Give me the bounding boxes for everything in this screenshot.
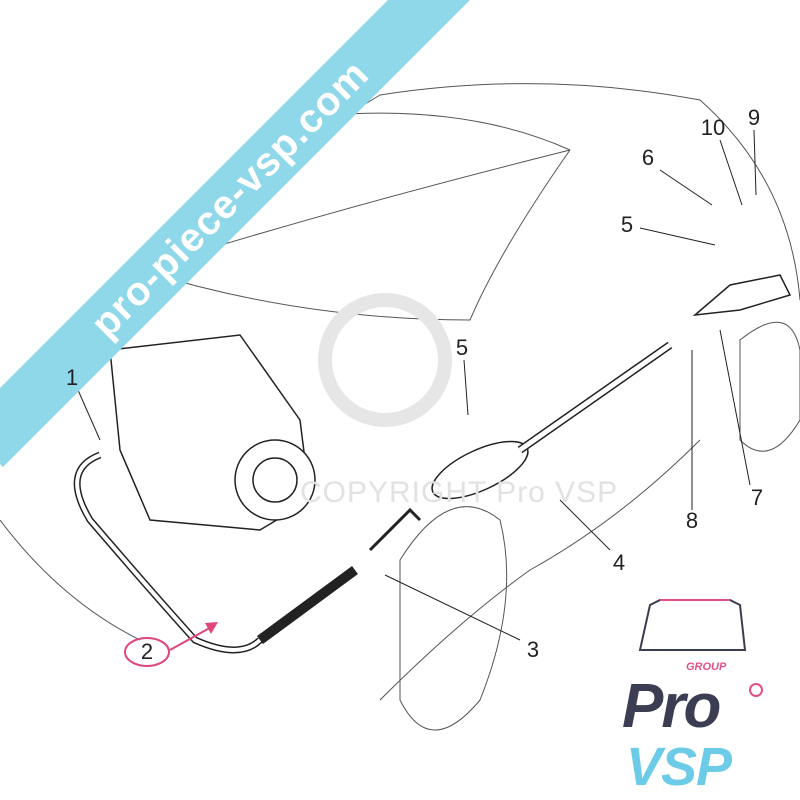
copyright-watermark: COPYRIGHT Pro VSP [300,476,619,509]
logo-vsp-text: VSP [626,737,732,797]
callout-5b: 5 [455,335,469,360]
highlight-arrow [169,624,216,651]
wheel-rear [739,321,800,452]
callout-9: 9 [747,105,761,130]
callout-10: 10 [700,115,726,140]
callout-5: 5 [620,212,634,237]
wheel-front [399,506,508,731]
logo-group-text: GROUP [686,661,727,673]
callout-7: 7 [750,485,764,510]
flex-pipe [257,565,358,645]
callout-4: 4 [612,550,626,575]
callout-2: 2 [140,639,154,664]
logo-pro-text: Pro [622,672,721,741]
logo-car-icon [638,599,747,651]
logo-nut-icon [749,683,763,697]
leader-lines [77,129,757,641]
tailpipe [692,274,792,317]
callout-1: 1 [65,365,79,390]
callout-3: 3 [526,637,540,662]
copyright-watermark-icon [318,293,452,427]
callout-8: 8 [685,508,699,533]
car-outline [0,83,800,701]
callout-6: 6 [641,145,655,170]
highlight-circle [124,637,170,667]
